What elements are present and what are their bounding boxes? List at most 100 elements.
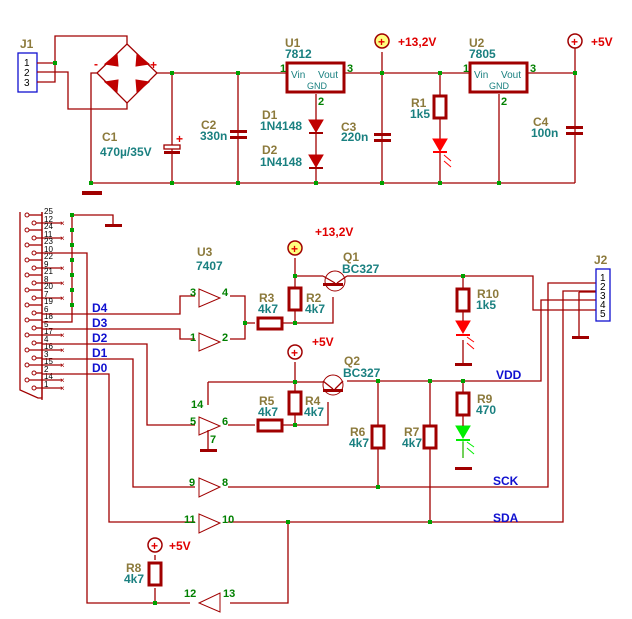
- buffer-pin: 3: [190, 287, 196, 299]
- buffer-5-6: 5 6 14 7: [190, 399, 228, 452]
- j2-pin-1: 1: [600, 273, 606, 284]
- resistor-r3: [256, 316, 284, 331]
- resistor-r9: [455, 391, 471, 417]
- capacitor-c2: [230, 130, 247, 139]
- db25-pin-contact: [24, 227, 30, 233]
- d1-value: 1N4148: [260, 119, 302, 133]
- signal-sck: SCK: [493, 474, 519, 488]
- u1-ref: U1: [285, 36, 301, 50]
- q1-value: BC327: [342, 262, 380, 276]
- d2-value: 1N4148: [260, 155, 302, 169]
- db25-pin-number: 4: [44, 335, 49, 344]
- ground-symbol: [455, 467, 472, 470]
- buffer-pin: 2: [222, 332, 228, 344]
- buffer-pin: 5: [190, 416, 196, 428]
- db25-pins: 2512×2411×2310229×218×207×19618517×416×3…: [24, 207, 65, 393]
- db25-pin-contact: [24, 212, 30, 218]
- buffer-pin: 8: [222, 477, 228, 489]
- plus-glyph: +: [151, 539, 158, 553]
- buffer-11-10: 11 10: [184, 513, 234, 534]
- diode-d2: [308, 154, 324, 169]
- r10-ref: R10: [477, 287, 499, 301]
- power-13v-symbol: [374, 33, 390, 49]
- u2-pin-in: 1: [463, 63, 469, 75]
- d1-ref: D1: [262, 108, 278, 122]
- r1-ref: R1: [411, 96, 427, 110]
- regulator-u2: [468, 61, 529, 94]
- power-5v-label: +5V: [169, 539, 191, 553]
- plus-glyph: +: [291, 242, 298, 256]
- j1-ref: J1: [20, 37, 34, 51]
- db25-pin-contact: [24, 287, 30, 293]
- j2-pin-2: 2: [600, 282, 606, 293]
- u1-vout: Vout: [318, 70, 338, 81]
- data-wires: [42, 214, 597, 604]
- r3-ref: R3: [259, 291, 275, 305]
- buffer-3-4: 3 4: [190, 287, 229, 308]
- j1-pin-1: 1: [24, 58, 30, 69]
- db25-pin-number: 20: [44, 282, 53, 291]
- db25-pin-number: 15: [44, 357, 53, 366]
- u2-vin: Vin: [474, 70, 488, 81]
- buffer-pin: 4: [222, 287, 229, 299]
- db25-pin-number: 8: [44, 275, 49, 284]
- r7-ref: R7: [404, 425, 420, 439]
- q1-ref: Q1: [343, 250, 359, 264]
- u1-pin-in: 1: [280, 63, 286, 75]
- buffer-pin: 11: [184, 514, 196, 526]
- r3-value: 4k7: [258, 302, 278, 316]
- c2-value: 330n: [200, 129, 227, 143]
- resistor-r7: [422, 424, 438, 450]
- no-connect-mark: ×: [60, 376, 65, 385]
- ground-symbol: [572, 336, 589, 339]
- j2-pin-4: 4: [600, 300, 606, 311]
- signal-d3: D3: [92, 316, 108, 330]
- diode-d1: [308, 119, 324, 134]
- r9-value: 470: [476, 403, 496, 417]
- db25-pin-number: 19: [44, 297, 53, 306]
- u1-value: 7812: [285, 47, 312, 61]
- db25-pin-number: 14: [44, 372, 53, 381]
- j2-pin-3: 3: [600, 291, 606, 302]
- u2-vout: Vout: [501, 70, 521, 81]
- supply-nodes: [53, 61, 577, 185]
- ground-symbol: [105, 224, 122, 227]
- buffer-13-12: 12 13: [184, 588, 235, 613]
- db25-pin-number: 11: [44, 230, 53, 239]
- db25-pin-contact: [24, 317, 30, 323]
- db25-pin-contact: [31, 295, 37, 301]
- no-connect-mark: ×: [60, 219, 65, 228]
- u1-gnd: GND: [307, 81, 328, 91]
- buffer-pin: 6: [222, 416, 228, 428]
- ground-symbol: [82, 191, 102, 195]
- no-connect-mark: ×: [60, 294, 65, 303]
- db25-pin-number: 23: [44, 237, 53, 246]
- resistor-r4: [287, 390, 303, 416]
- power-13v-symbol: [287, 240, 303, 256]
- capacitor-c3: [374, 133, 391, 142]
- signal-d0: D0: [92, 361, 108, 375]
- capacitor-c4: [566, 126, 583, 135]
- db25-pin-contact: [31, 280, 37, 286]
- db25-pin-contact: [31, 340, 37, 346]
- power-13v-label: +13,2V: [315, 225, 353, 239]
- r4-value: 4k7: [304, 405, 324, 419]
- db25-pin-number: 7: [44, 290, 49, 299]
- u2-value: 7805: [469, 47, 496, 61]
- c1-value: 470µ/35V: [100, 145, 152, 159]
- u3-ref: U3: [197, 245, 213, 259]
- no-connect-mark: ×: [60, 234, 65, 243]
- r5-value: 4k7: [258, 405, 278, 419]
- power-13v-label: +13,2V: [398, 35, 436, 49]
- db25-pin-contact: [24, 332, 30, 338]
- db25-pin-contact: [24, 272, 30, 278]
- led-green: [455, 415, 475, 458]
- buffer-pin: 7: [210, 434, 216, 446]
- db25-pin-number: 17: [44, 327, 53, 336]
- power-5v-label: +5V: [312, 335, 334, 349]
- db25-pin-number: 22: [44, 252, 53, 261]
- plus-glyph: +: [378, 35, 385, 49]
- r5-ref: R5: [259, 394, 275, 408]
- buffer-pin: 14: [191, 399, 204, 411]
- bridge-plus: +: [150, 58, 157, 72]
